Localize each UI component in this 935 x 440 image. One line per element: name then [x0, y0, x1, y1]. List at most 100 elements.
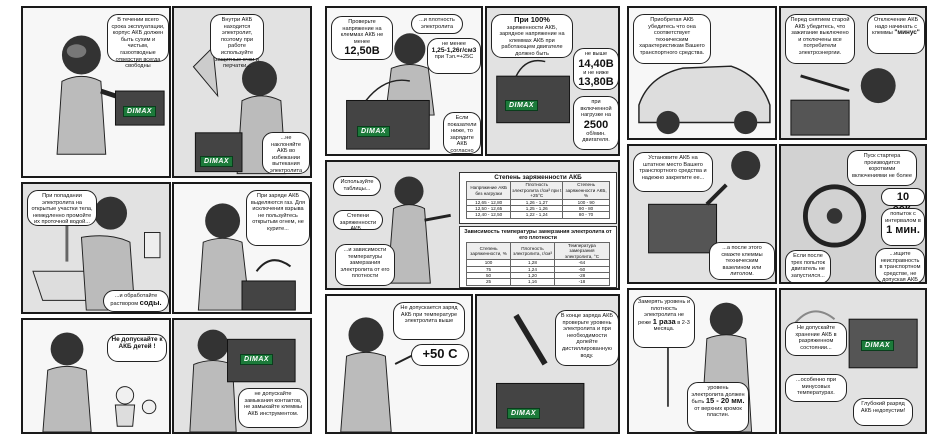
panel-1-1: DIMAX В течении всего срока эксплуатации…	[21, 6, 171, 178]
table-cell: 80 - 70	[562, 211, 610, 219]
speech-bubble: не выше 14,40В и не ниже 13,80В	[573, 48, 618, 90]
table-header-cell: Температура замерзания электролита, °С	[554, 241, 610, 261]
comic-page-1: DIMAX В течении всего срока эксплуатации…	[9, 0, 314, 440]
speech-bubble: Не допускается заряд АКБ при температуре…	[393, 302, 465, 340]
table-cell: 1,24	[509, 265, 556, 274]
table-row: 75 1,24 -50	[466, 265, 610, 274]
disconnect-terminal-illustration	[790, 68, 896, 136]
comic-page-3: Приобретая АКБ убедитесь что она соответ…	[625, 0, 930, 440]
topping-up-water-illustration	[496, 313, 585, 429]
speech-bubble: В течении всего срока эксплуатации, корп…	[107, 14, 169, 69]
speech-bubble: ...не наклоняйте АКБ во избежании вытека…	[262, 132, 310, 174]
table-row: 50 1,20 -28	[466, 271, 610, 280]
battery-brand-label: DIMAX	[507, 408, 541, 419]
bubble-emphasis: 14,40В	[578, 57, 614, 70]
robot-smoking-warning-illustration	[197, 203, 296, 311]
panel-3-3: Установите АКБ на штатное место Вашего т…	[627, 144, 777, 284]
robot-with-wrench-illustration	[189, 329, 296, 432]
table-header-cell: Напряжение АКБ без нагрузки	[466, 181, 512, 200]
bubble-text: не реже	[638, 312, 685, 326]
table-cell: -50	[554, 265, 610, 274]
panel-2-4: Не допускается заряд АКБ при температуре…	[325, 294, 473, 434]
panel-1-4: При заряде АКБ выделяются газ. Для исклю…	[172, 182, 312, 314]
table-cell: 1,22 - 1,24	[510, 211, 564, 219]
speech-bubble: Приобретая АКБ убедитесь что она соответ…	[633, 14, 711, 64]
speech-bubble: Замерять уровень и плотность электролита…	[633, 296, 695, 348]
panel-2-5: DIMAX В конце заряда АКБ проверьте урове…	[475, 294, 620, 434]
table-grid: Степень заряженности, % Плотность электр…	[466, 241, 610, 286]
table-cell: -28	[554, 271, 610, 280]
bubble-emphasis: 12,50В	[344, 45, 380, 58]
bubble-text: заряженности АКБ, зарядное напряжение на…	[499, 24, 565, 57]
bubble-text: уровень электролита должен быть	[691, 385, 745, 406]
battery-brand-label: DIMAX	[861, 340, 895, 351]
battery-brand-label: DIMAX	[200, 156, 234, 167]
panel-3-5: Замерять уровень и плотность электролита…	[627, 288, 777, 434]
bubble-text: не выше	[584, 51, 608, 57]
speech-bubble: Отключение АКБ надо начинать с клеммы "м…	[867, 14, 925, 54]
table-cell: 25	[466, 278, 511, 286]
bubble-text: Отключение АКБ надо начинать с клеммы	[872, 17, 919, 37]
bubble-text: при включенной нагрузке на	[580, 99, 612, 119]
speech-bubble: Глубокий разряд АКБ недопустим!	[853, 398, 913, 426]
speech-bubble: не менее 1,25-1,26г/см3 при Тэл.=+25С	[427, 38, 481, 74]
bubble-text: и не ниже	[583, 69, 609, 76]
speech-bubble: Не допускайте к АКБ детей !	[107, 334, 167, 362]
table-header-cell: Плотность электролита, г/см³	[509, 241, 556, 261]
speech-bubble: Внутри АКБ находится электролит, поэтому…	[210, 14, 264, 69]
panel-2-2: DIMAX При 100% заряженности АКБ, зарядно…	[485, 6, 620, 156]
panel-1-2: DIMAX Внутри АКБ находится электролит, п…	[172, 6, 312, 178]
installing-battery-illustration	[648, 150, 761, 254]
robot-with-children-illustration	[42, 332, 157, 432]
bubble-emphasis: 15 - 20 мм.	[705, 396, 745, 406]
speech-bubble: Степени заряженности АКБ...	[333, 210, 383, 232]
speech-bubble: 10 сек.	[881, 188, 925, 215]
table-cell: -64	[554, 259, 610, 267]
bubble-text: не менее	[353, 32, 384, 45]
table-header-cell: Степень заряженности АКБ, %	[562, 181, 610, 200]
battery-brand-label: DIMAX	[505, 100, 539, 111]
speech-bubble: В конце заряда АКБ проверьте уровень эле…	[555, 310, 618, 366]
bubble-text: попыток с интервалом в	[885, 211, 921, 224]
bubble-text: при Тэл.=+25С	[434, 54, 474, 61]
table-grid: Напряжение АКБ без нагрузки Плотность эл…	[466, 181, 610, 219]
speech-bubble: Не допускайте хранение АКБ в разряженном…	[785, 322, 847, 356]
bubble-emphasis: соды.	[139, 297, 162, 307]
battery-brand-label: DIMAX	[240, 354, 274, 365]
speech-bubble: Используйте таблицы...	[333, 176, 381, 196]
bubble-emphasis: 1,25-1,26г/см3	[431, 46, 477, 54]
bubble-text: от верхних кромок пластин.	[694, 405, 742, 419]
bubble-emphasis: "минус"	[894, 29, 920, 37]
bubble-emphasis: 2500	[583, 118, 609, 131]
speech-bubble: ...и обработайте раствором соды.	[103, 290, 169, 312]
speech-bubble: Перед снятием старой АКБ убедитесь, что …	[785, 14, 855, 64]
battery-charging-illustration	[496, 59, 570, 124]
table-cell: 1,16	[509, 278, 556, 286]
bubble-emphasis: 13,80В	[578, 76, 614, 89]
speech-bubble: попыток с интервалом в 1 мин.	[881, 208, 925, 246]
table-header-cell: Плотность электролита г/см³ при t +25°C	[510, 181, 564, 200]
robot-presenting-tables-illustration	[387, 176, 451, 284]
bubble-emphasis: При 100%	[514, 15, 550, 24]
table-cell: 90 - 80	[562, 204, 610, 213]
panel-3-6: DIMAX Не допускайте хранение АКБ в разря…	[779, 288, 927, 434]
table-row: 12,50 - 12,65 1,25 - 1,26 90 - 80	[466, 204, 610, 213]
panel-1-5: Не допускайте к АКБ детей !	[21, 318, 171, 434]
battery-brand-label: DIMAX	[123, 106, 157, 117]
table-cell: -18	[554, 278, 610, 286]
bubble-text: Замерять уровень и плотность электролита	[637, 299, 691, 319]
table-row: 12,40 - 12,50 1,22 - 1,24 80 - 70	[466, 211, 610, 219]
bubble-text: ...и обработайте раствором	[110, 293, 158, 307]
speech-bubble: Если показатели ниже, то зарядите АКБ со…	[443, 112, 481, 154]
table-title: Зависимость температуры замерзания элект…	[464, 229, 612, 241]
speech-bubble: При заряде АКБ выделяются газ. Для исклю…	[246, 190, 310, 246]
speech-bubble: При 100% заряженности АКБ, зарядное напр…	[491, 14, 573, 58]
speech-bubble: Если после трех попыток двигатель не зап…	[785, 250, 831, 282]
speech-bubble: Пуск стартера производится короткими вкл…	[847, 150, 917, 186]
speech-bubble: при включенной нагрузке на 2500 об/мин. …	[573, 96, 618, 150]
table-row: 100 1,28 -64	[466, 259, 610, 267]
charge-level-table: Степень заряженности АКБ Напряжение АКБ …	[459, 172, 617, 224]
panel-2-1: DIMAX Проверьте напряжение на клеммах АК…	[325, 6, 483, 156]
speech-bubble: Установите АКБ на штатное место Вашего т…	[633, 152, 713, 192]
car-illustration	[638, 65, 771, 135]
